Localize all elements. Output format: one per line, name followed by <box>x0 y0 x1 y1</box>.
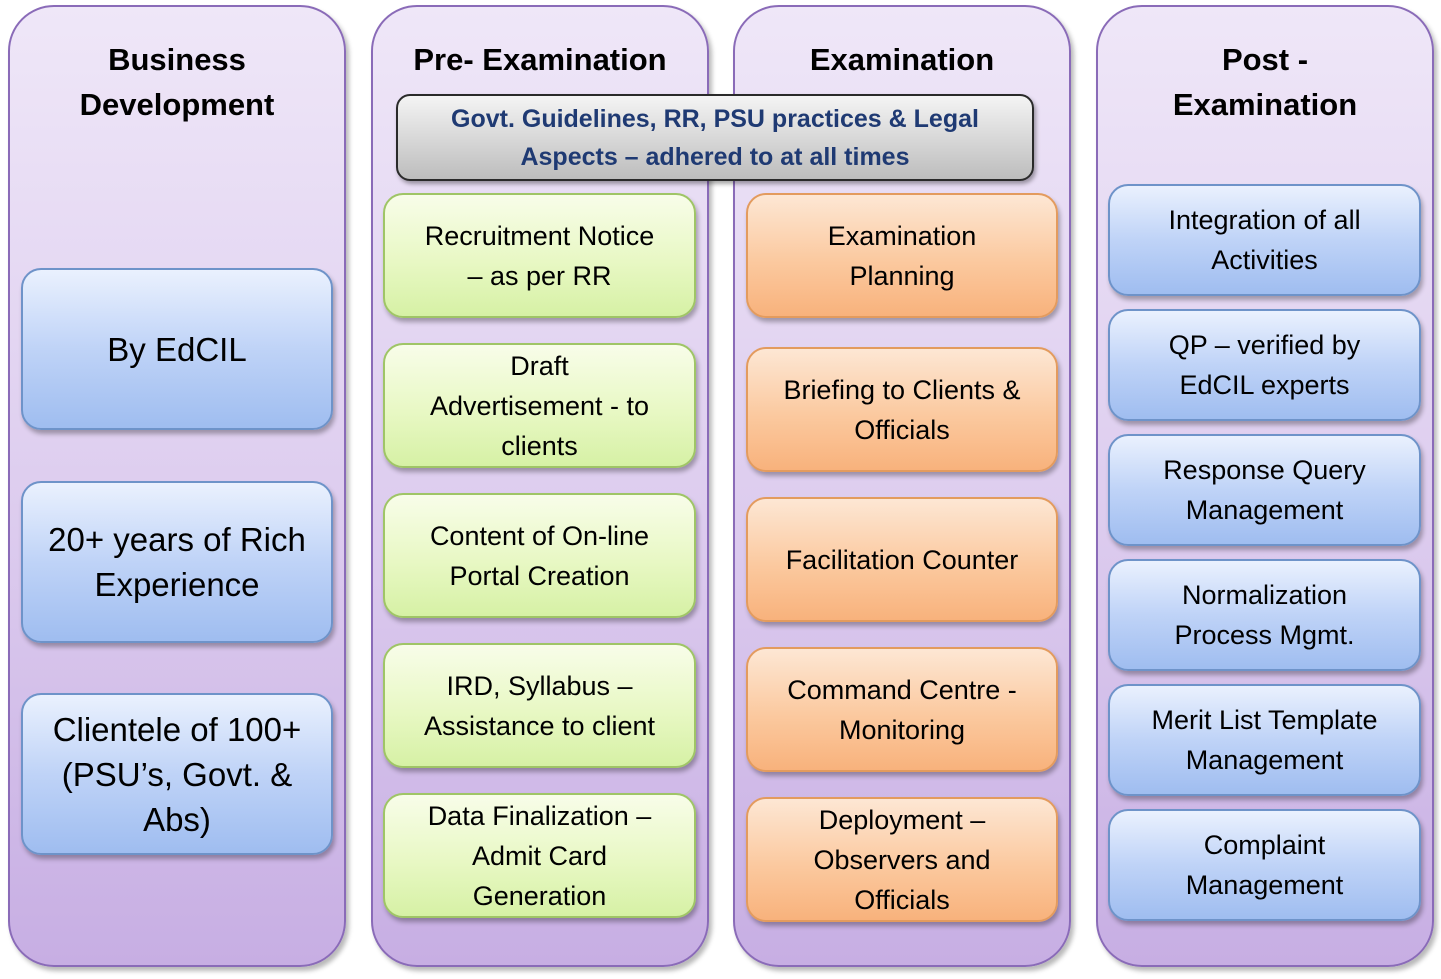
process-box-label: Merit List Template Management <box>1151 705 1378 775</box>
column-title: Post - Examination <box>1172 42 1358 122</box>
process-box: QP – verified by EdCIL experts <box>1108 309 1421 421</box>
process-box: By EdCIL <box>21 268 333 430</box>
process-box-label: Deployment – Observers and Officials <box>813 804 991 915</box>
guidelines-banner-text: Govt. Guidelines, RR, PSU practices & Le… <box>451 104 979 171</box>
process-box: 20+ years of Rich Experience <box>21 481 333 643</box>
process-box-label: By EdCIL <box>107 330 247 368</box>
process-box: Clientele of 100+ (PSU’s, Govt. & Abs) <box>21 693 333 855</box>
process-box: Data Finalization – Admit Card Generatio… <box>383 793 696 918</box>
process-box: IRD, Syllabus – Assistance to client <box>383 643 696 768</box>
process-box: Command Centre - Monitoring <box>746 647 1058 772</box>
process-box: Briefing to Clients & Officials <box>746 347 1058 472</box>
column-title: Pre- Examination <box>413 42 667 77</box>
process-box-label: Data Finalization – Admit Card Generatio… <box>427 800 652 911</box>
process-box-label: Clientele of 100+ (PSU’s, Govt. & Abs) <box>52 710 302 838</box>
process-box-label: 20+ years of Rich Experience <box>48 521 306 603</box>
process-box-label: Normalization Process Mgmt. <box>1174 580 1355 650</box>
process-box: Deployment – Observers and Officials <box>746 797 1058 922</box>
process-box-label: QP – verified by EdCIL experts <box>1168 330 1361 400</box>
process-box: Facilitation Counter <box>746 497 1058 622</box>
process-box-label: Draft Advertisement - to clients <box>429 350 650 461</box>
process-box: Complaint Management <box>1108 809 1421 921</box>
process-box: Content of On-line Portal Creation <box>383 493 696 618</box>
process-box-label: Facilitation Counter <box>785 544 1019 575</box>
process-box: Normalization Process Mgmt. <box>1108 559 1421 671</box>
process-box: Merit List Template Management <box>1108 684 1421 796</box>
column-title: Examination <box>809 42 995 77</box>
process-box: Draft Advertisement - to clients <box>383 343 696 468</box>
process-box-label: Command Centre - Monitoring <box>787 674 1017 745</box>
process-box-label: Integration of all Activities <box>1168 205 1361 275</box>
process-box: Recruitment Notice – as per RR <box>383 193 696 318</box>
guidelines-banner: Govt. Guidelines, RR, PSU practices & Le… <box>396 94 1034 181</box>
process-box-label: Briefing to Clients & Officials <box>783 374 1021 445</box>
process-box: Integration of all Activities <box>1108 184 1421 296</box>
process-box: Examination Planning <box>746 193 1058 318</box>
process-box-label: IRD, Syllabus – Assistance to client <box>423 670 656 741</box>
process-box-label: Complaint Management <box>1185 830 1344 900</box>
column-title: Business Development <box>79 42 275 122</box>
process-box-label: Content of On-line Portal Creation <box>429 520 650 591</box>
process-box: Response Query Management <box>1108 434 1421 546</box>
process-box-label: Response Query Management <box>1163 455 1366 525</box>
process-box-label: Recruitment Notice – as per RR <box>424 220 655 291</box>
process-box-label: Examination Planning <box>827 220 977 291</box>
